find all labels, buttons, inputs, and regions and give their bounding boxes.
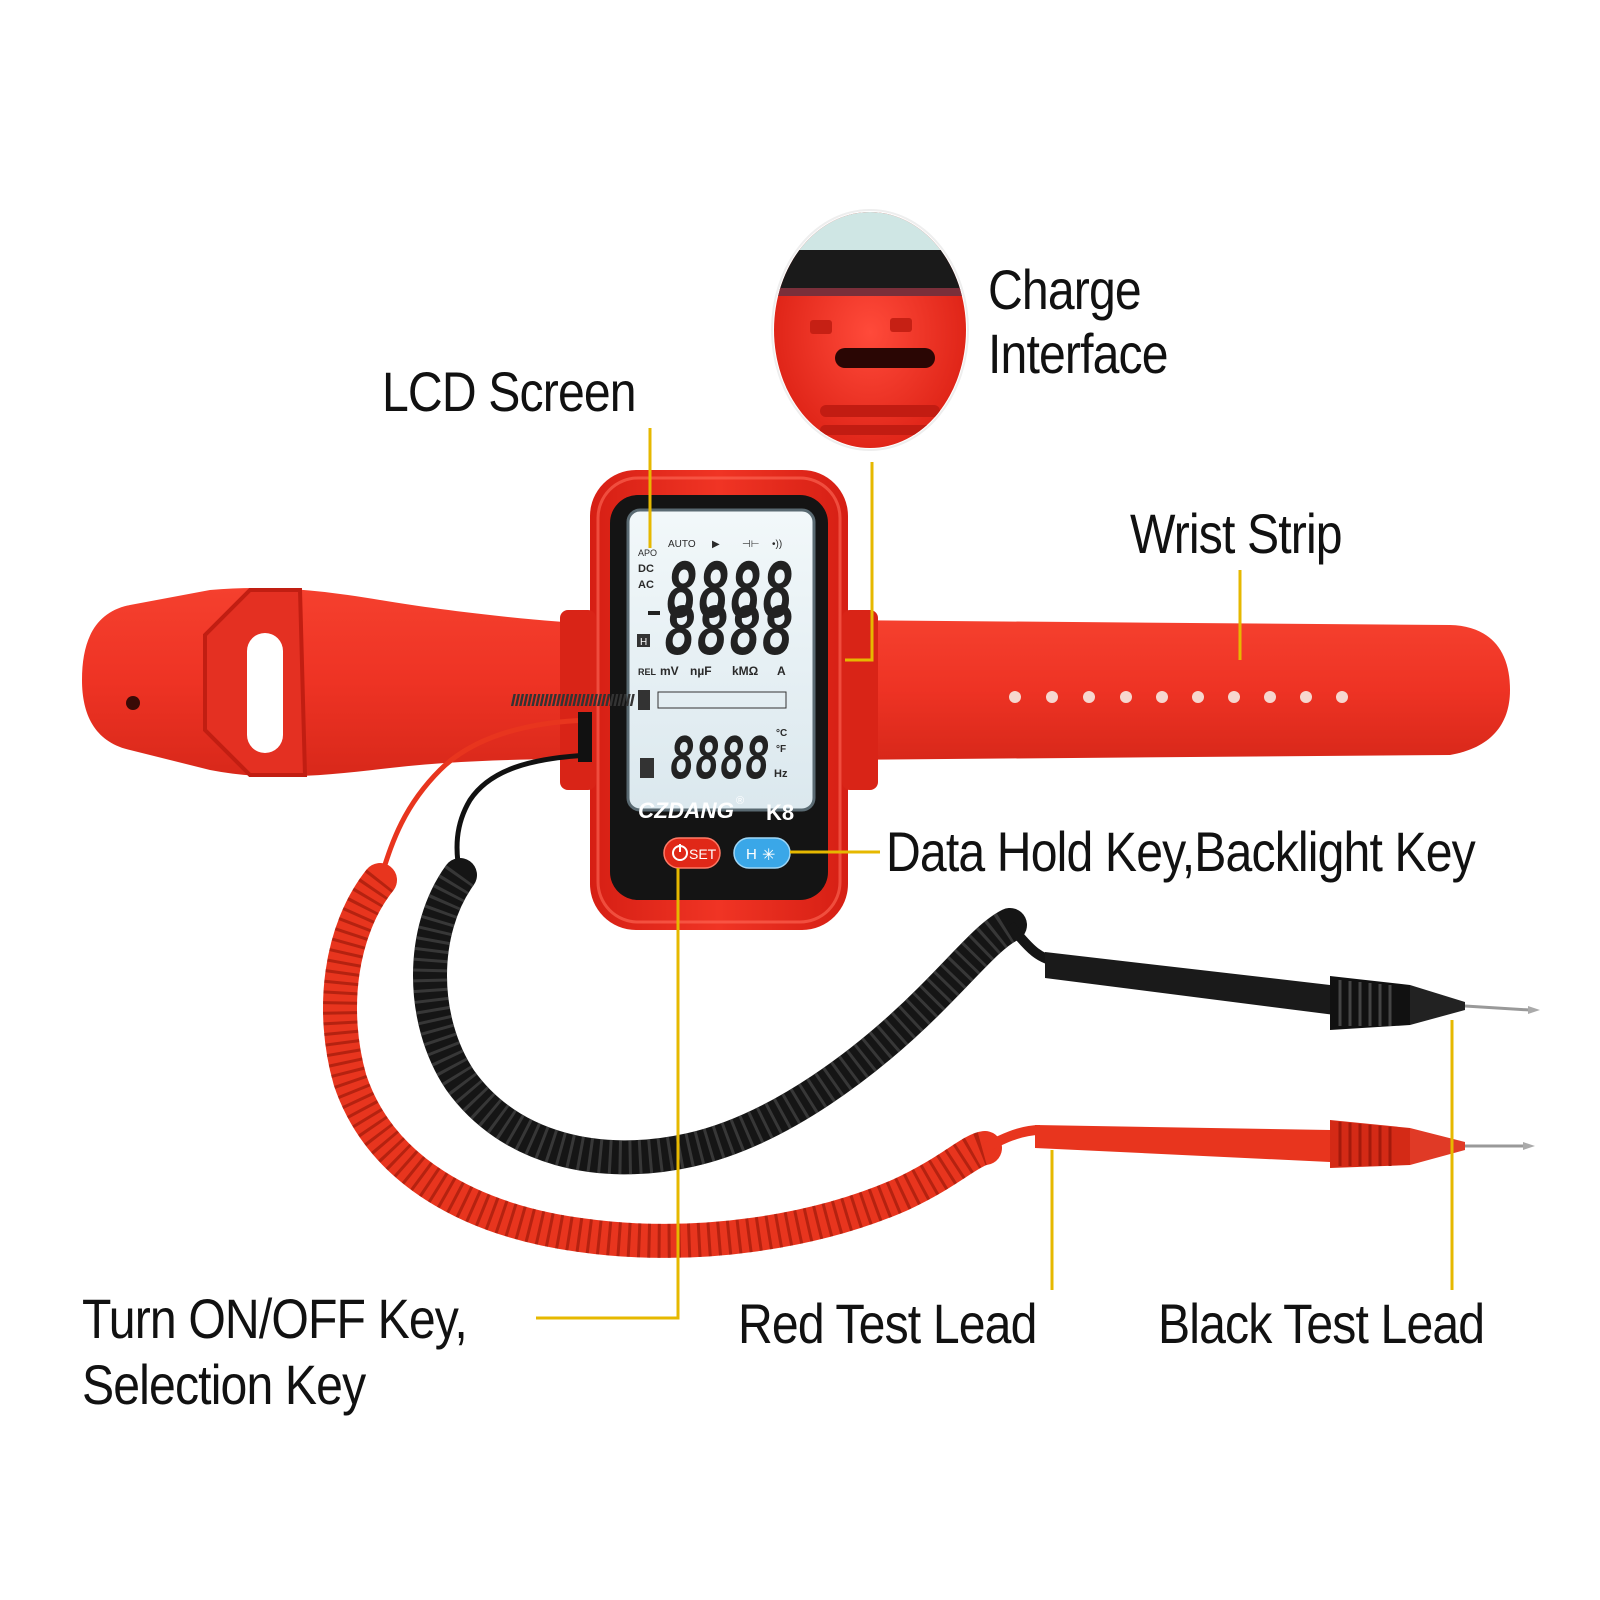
bargraph-segment [580, 694, 586, 706]
label-power-key-line2: Selection Key [82, 1353, 366, 1416]
backlight-icon: ✳ [762, 847, 775, 864]
lcd-unit-mv: mV [660, 664, 679, 678]
red-probe [982, 1120, 1535, 1168]
lcd-unit-a: A [777, 664, 786, 678]
black-wire [454, 752, 591, 876]
label-red-test-lead: Red Test Lead [738, 1292, 1037, 1355]
bargraph-segment [601, 694, 607, 706]
bargraph-segment [609, 694, 615, 706]
wrist-strap [82, 588, 1510, 777]
bargraph-segment [564, 694, 570, 706]
lcd-tertiary-digits: 8888 [670, 724, 770, 792]
label-power-key-line1: Turn ON/OFF Key, [82, 1287, 468, 1350]
bargraph-segment [576, 694, 582, 706]
lcd-indicator-auto: AUTO [668, 539, 696, 550]
lcd-indicator-capacitor: ⊣⊢ [742, 539, 759, 550]
bargraph-segment [535, 694, 541, 706]
hold-backlight-key[interactable]: H ✳ [733, 837, 791, 869]
bargraph-segment [597, 694, 602, 706]
strap-holes [1009, 691, 1348, 703]
model-name: K8 [766, 800, 794, 825]
test-leads [323, 712, 1540, 1258]
bargraph-segment [539, 694, 545, 706]
lcd-hold-indicator: H [640, 637, 647, 648]
red-wire [377, 717, 591, 881]
lcd-indicator-apo: APO [638, 548, 657, 558]
label-data-hold-backlight: Data Hold Key,Backlight Key [886, 820, 1476, 883]
bargraph-segment [543, 694, 549, 706]
bargraph-segment [527, 694, 533, 706]
power-set-key[interactable]: SET [663, 837, 721, 869]
bargraph-segment [629, 694, 635, 706]
bargraph-segment [519, 694, 525, 706]
bargraph-segment [572, 694, 578, 706]
lcd-unit-kmohm: kMΩ [732, 664, 759, 678]
bargraph-segment [510, 694, 516, 706]
lcd-hold-indicator-box [637, 634, 650, 647]
label-charge-interface-line1: Charge [988, 258, 1142, 321]
bargraph-segment [621, 694, 627, 706]
lcd-unit-fahrenheit: °F [776, 744, 786, 755]
strap-right [820, 620, 1510, 760]
lcd-unit-celsius: °C [776, 728, 787, 739]
hold-key-label: H [746, 846, 757, 863]
bargraph-segment [531, 694, 537, 706]
lcd-battery-icon [640, 758, 654, 778]
black-coiled-cable [413, 858, 1027, 1175]
bargraph-segment [584, 694, 590, 706]
brand-area: CZDANG ® K8 [638, 795, 794, 825]
bargraph-segment [613, 694, 619, 706]
bargraph-segment [617, 694, 623, 706]
leader-charge [845, 462, 874, 662]
bargraph-segment [551, 694, 557, 706]
strap-left [82, 588, 610, 777]
bargraph-segment [547, 694, 553, 706]
lcd-indicator-dc: DC [638, 563, 654, 575]
set-key-label: SET [689, 846, 717, 862]
label-lcd-screen: LCD Screen [382, 360, 637, 423]
bargraph-segment [592, 694, 598, 706]
lcd-unit-hz: Hz [774, 768, 788, 780]
lcd-primary-digits: 8888 [666, 546, 794, 635]
bargraph-segment [560, 694, 566, 706]
bargraph-segment [568, 694, 574, 706]
lcd-bargraph [510, 690, 787, 710]
brand-logo: CZDANG [638, 798, 734, 823]
leader-power [536, 868, 680, 1320]
lcd-indicator-ac: AC [638, 579, 654, 591]
brand-registered: ® [736, 795, 744, 807]
label-wrist-strip: Wrist Strip [1130, 502, 1343, 565]
leader-lines [536, 428, 1454, 1320]
strap-pin [126, 696, 140, 710]
label-charge-interface-line2: Interface [988, 322, 1169, 385]
red-coiled-cable [323, 863, 1002, 1258]
lcd-indicator-continuity: •)) [772, 539, 782, 550]
lcd-unit-nf: nµF [690, 664, 712, 678]
bargraph-segment [625, 694, 631, 706]
bargraph-segment [523, 694, 529, 706]
label-black-test-lead: Black Test Lead [1158, 1292, 1485, 1355]
strap-slot [247, 633, 283, 753]
charge-interface-closeup [771, 209, 969, 451]
lcd-content: AUTO ▶ ⊣⊢ •)) APO DC AC 8888 H 8888 REL … [510, 539, 794, 792]
bargraph-segment [515, 694, 520, 706]
lcd-secondary-digits: 8888 [664, 593, 794, 670]
bargraph-segment [605, 694, 611, 706]
usb-port-icon [835, 348, 935, 368]
lcd-unit-rel: REL [638, 667, 657, 677]
lcd-screen [626, 508, 816, 812]
lcd-indicator-diode: ▶ [712, 539, 720, 550]
bargraph-segment [556, 694, 561, 706]
multimeter-body [560, 470, 878, 930]
black-probe [1006, 921, 1540, 1030]
bargraph-segment [588, 694, 594, 706]
